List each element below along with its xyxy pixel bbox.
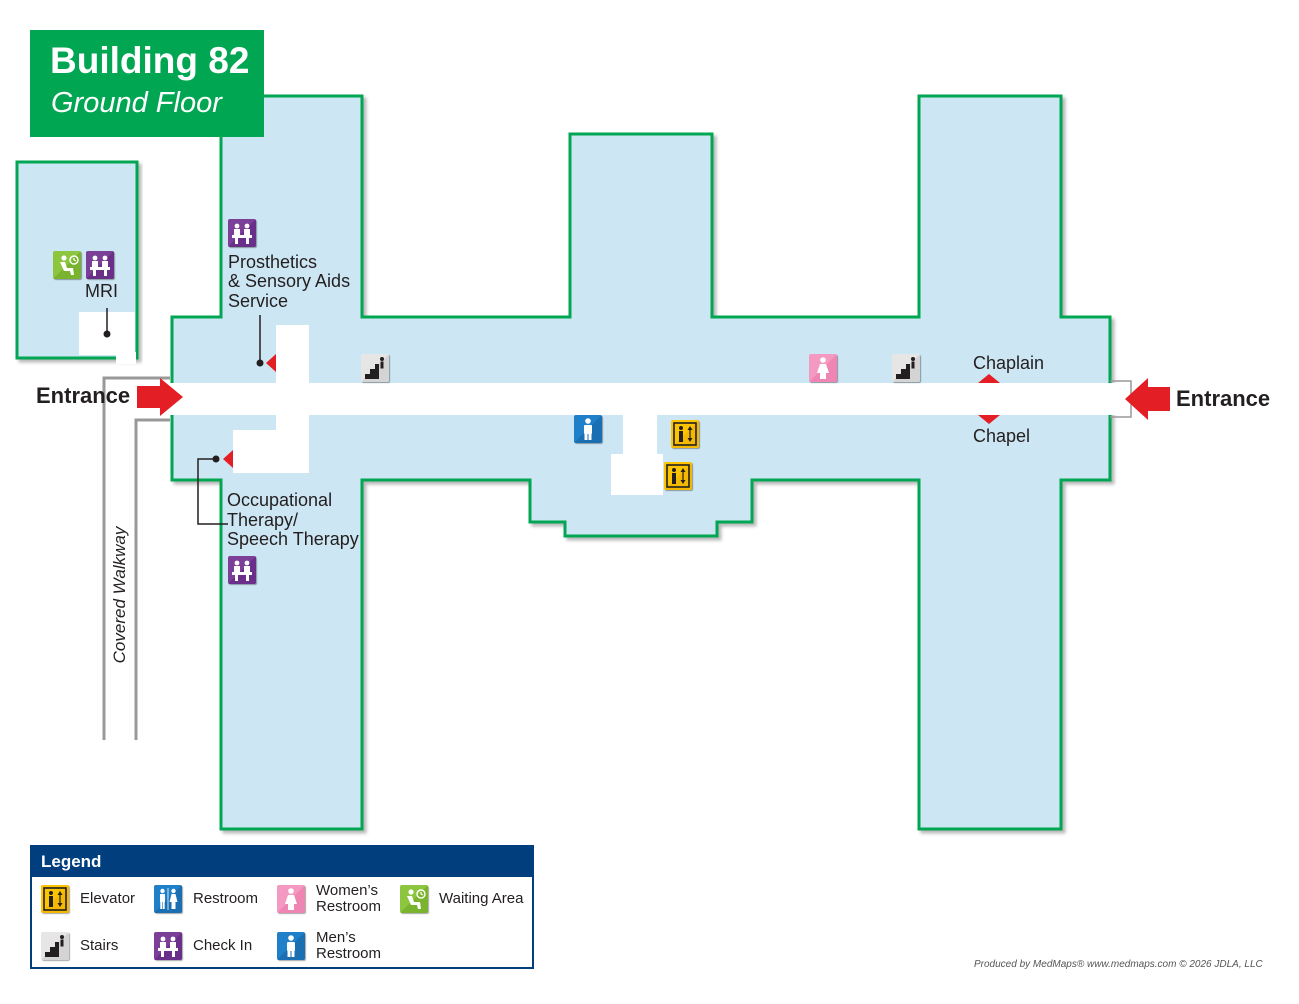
entrance-left-label: Entrance (36, 383, 131, 408)
legend-label: Check In (193, 937, 253, 954)
chapel-label: Chapel (973, 426, 1031, 446)
legend-label: Men’s (316, 929, 356, 946)
chaplain-door-marker (978, 374, 1000, 383)
check-in-icon (154, 932, 182, 960)
corridors (79, 312, 1130, 495)
chapel-door-marker (978, 415, 1000, 424)
leader-lines (106, 308, 261, 525)
elevator-icon (41, 885, 69, 913)
legend-label: Waiting Area (439, 890, 524, 907)
covered-walkway-label: Covered Walkway (110, 526, 129, 664)
restroom-icon (154, 885, 182, 913)
legend-label: Restroom (193, 890, 259, 907)
legend-label: Restroom (316, 945, 382, 962)
prosthetics-label-1: Prosthetics (228, 252, 318, 272)
stairs-icon (892, 354, 920, 382)
legend-title: Legend (32, 847, 532, 877)
waiting-area-icon (53, 251, 81, 279)
womens-restroom-icon (809, 354, 837, 382)
prosthetics-door-marker (266, 354, 276, 372)
stairs-icon (361, 354, 389, 382)
mens-restroom-icon (277, 932, 305, 960)
prosthetics-label-3: Service (228, 291, 289, 311)
check-in-icon (86, 251, 114, 279)
check-in-icon (228, 219, 256, 247)
ot-door-marker (223, 450, 233, 468)
entrance-left-arrow (137, 378, 183, 416)
chaplain-label: Chaplain (973, 353, 1045, 373)
womens-restroom-icon (277, 885, 305, 913)
entrance-right-arrow (1125, 378, 1170, 420)
ot-label-1: Occupational (227, 490, 333, 510)
floor-title: Ground Floor (51, 87, 222, 119)
legend-label: Stairs (80, 937, 119, 954)
entrance-right-label: Entrance (1176, 386, 1271, 411)
covered-walkway (102, 376, 170, 740)
check-in-icon (228, 556, 256, 584)
legend-label: Women’s (316, 882, 378, 899)
credit-text: Produced by MedMaps® www.medmaps.com © 2… (974, 959, 1263, 970)
mens-restroom-icon (574, 415, 602, 443)
ot-label-3: Speech Therapy (227, 529, 359, 549)
elevator-icon (671, 420, 699, 448)
mri-label: MRI (85, 281, 118, 301)
legend: Legend Elevator Restroom Women’s Restroo… (30, 845, 534, 969)
title-box: Building 82 Ground Floor (30, 30, 264, 137)
prosthetics-label-2: & Sensory Aids (228, 271, 351, 291)
waiting-area-icon (400, 885, 428, 913)
legend-label: Restroom (316, 898, 382, 915)
elevator-icon (664, 462, 692, 490)
building-title: Building 82 (50, 40, 250, 81)
ot-label-2: Therapy/ (227, 510, 299, 530)
stairs-icon (41, 932, 69, 960)
legend-label: Elevator (80, 890, 136, 907)
